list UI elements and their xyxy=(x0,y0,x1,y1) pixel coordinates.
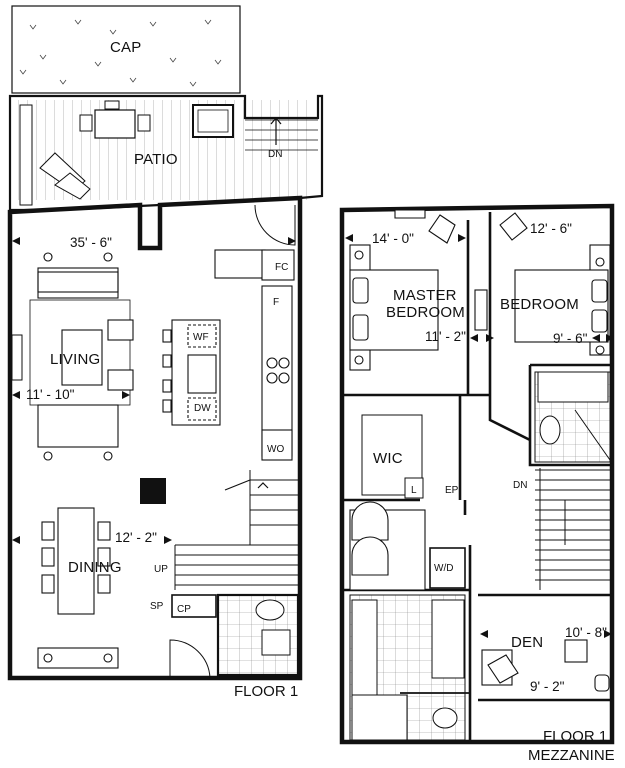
floor1-wall-outline xyxy=(7,195,303,681)
den-furniture xyxy=(481,639,610,692)
patio-label: PATIO xyxy=(134,151,178,168)
up-label: UP xyxy=(154,564,168,575)
main-bath xyxy=(349,594,470,741)
master-bed xyxy=(349,209,456,371)
patio-table xyxy=(94,109,136,139)
kitchen-counter xyxy=(214,249,295,461)
mezzanine-stairs xyxy=(535,468,610,590)
living-depth-dimension: 11' - 10" xyxy=(26,387,75,402)
bedroom-label: BEDROOM xyxy=(500,296,579,313)
floor1-plan xyxy=(7,5,324,681)
wo-label: WO xyxy=(267,444,285,455)
master-width-dimension: 14' - 0" xyxy=(372,231,414,246)
dn-label: DN xyxy=(513,480,528,491)
mezzanine-wall-outline xyxy=(339,203,615,745)
walk-in-closet xyxy=(361,414,424,499)
patio-bench xyxy=(19,104,33,206)
dining-table-set xyxy=(37,507,119,669)
cp-label: CP xyxy=(177,604,191,615)
master-depth-dimension: 11' - 2" xyxy=(425,329,466,344)
kitchen-island xyxy=(162,319,221,426)
ep-label: EP xyxy=(445,485,459,496)
mezzanine-dimension-arrows xyxy=(345,234,614,638)
patio-stairs xyxy=(245,117,318,151)
bedroom-depth-dimension: 9' - 6" xyxy=(553,331,588,346)
mezzanine-plan xyxy=(339,203,615,745)
cap-grass-marks xyxy=(19,19,222,87)
mezzanine-caption-line1: FLOOR 1 xyxy=(543,728,608,745)
living-furniture xyxy=(29,252,134,461)
ensuite-bath xyxy=(534,371,611,463)
floor1-stairs xyxy=(174,470,300,590)
cap-label: CAP xyxy=(110,39,142,56)
den-width-dimension: 10' - 8" xyxy=(565,625,607,640)
laundry-closet xyxy=(429,547,466,589)
dw-label: DW xyxy=(194,403,211,414)
bedroom-bed xyxy=(474,212,611,356)
linen-label: L xyxy=(411,485,417,496)
fridge-label: F xyxy=(273,297,280,308)
fc-label: FC xyxy=(275,262,289,273)
den-label: DEN xyxy=(511,634,544,651)
patio-stair-dn-label: DN xyxy=(268,149,283,160)
master-bedroom-label-line1: MASTER xyxy=(393,287,457,304)
powder-room xyxy=(171,593,300,677)
washer-dryer-label: W/D xyxy=(434,563,454,574)
bedroom-width-dimension: 12' - 6" xyxy=(530,221,572,236)
mezzanine-caption-line2: MEZZANINE xyxy=(528,747,615,764)
mezzanine-chairs xyxy=(349,501,426,591)
master-bedroom-label-line2: BEDROOM xyxy=(386,304,465,321)
cap-area xyxy=(11,5,241,94)
dining-label: DINING xyxy=(68,559,122,576)
sp-label: SP xyxy=(150,601,164,612)
floor1-caption: FLOOR 1 xyxy=(234,683,299,700)
wic-label: WIC xyxy=(373,450,403,467)
overall-width-dimension: 35' - 6" xyxy=(70,235,112,250)
tv-unit xyxy=(11,334,23,381)
dining-width-dimension: 12' - 2" xyxy=(115,530,157,545)
living-label: LIVING xyxy=(50,351,101,368)
wf-label: WF xyxy=(193,332,209,343)
den-depth-dimension: 9' - 2" xyxy=(530,679,565,694)
entry-door xyxy=(169,639,211,679)
column xyxy=(140,478,166,504)
patio-chairs xyxy=(39,100,151,200)
